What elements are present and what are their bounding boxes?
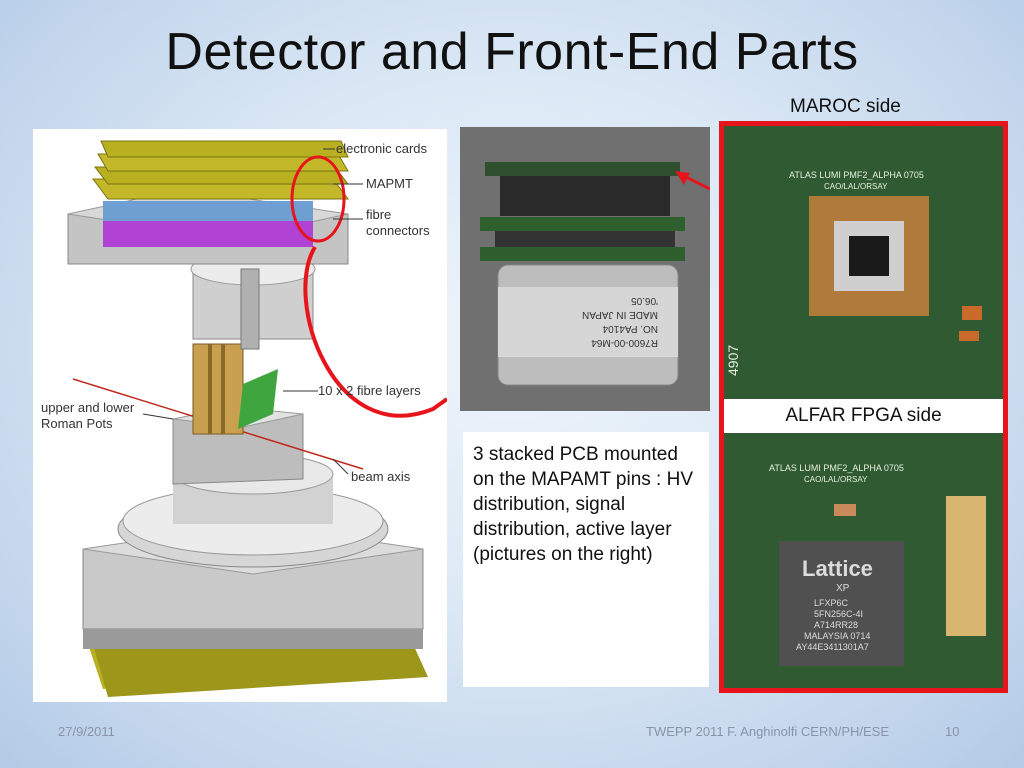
fibre-block [192, 343, 278, 435]
arrow-head-maroc [675, 171, 690, 185]
pcb-top [485, 162, 680, 176]
label-fibre-layers: 10 x 2 fibre layers [318, 383, 421, 398]
label-fibre: fibre [366, 207, 391, 222]
red-arrow-curve [303, 245, 449, 418]
maroc-chip [849, 236, 889, 276]
lattice-brand: Lattice [802, 556, 873, 581]
label-upper-lower: upper and lower [41, 400, 135, 415]
leader-beam-axis [332, 458, 349, 475]
maroc-side-label: MAROC side [790, 96, 901, 117]
upper-roman-pot [190, 252, 316, 350]
mapmt-highlight-ellipse [290, 155, 346, 243]
lattice-line-4: MALAYSIA 0714 [804, 631, 870, 641]
electronic-cards-stack [92, 140, 350, 200]
lattice-line-1: LFXP6C [814, 598, 849, 608]
lattice-line-3: A714RR28 [814, 620, 858, 630]
alfar-board-photo: Lattice XP LFXP6C 5FN256C-4I A714RR28 MA… [724, 433, 1003, 688]
alfar-board-text: ATLAS LUMI PMF2_ALPHA 0705 [769, 463, 904, 473]
slide-title: Detector and Front-End Parts [165, 23, 859, 81]
footer-date: 27/9/2011 [58, 724, 115, 739]
base-block [82, 523, 424, 649]
mapmt-label-model: R7600-00-M64 [591, 337, 658, 348]
label-roman-pots: Roman Pots [41, 416, 113, 431]
footer-credit: TWEPP 2011 F. Anghinolfi CERN/PH/ESE [646, 724, 890, 739]
alfar-board-text-2: CAO/LAL/ORSAY [804, 475, 868, 484]
alfar-connector [946, 496, 986, 636]
mapmt-photo: R7600-00-M64 NO. PA4104 MADE IN JAPAN '0… [460, 127, 711, 411]
detector-diagram: electronic cards MAPMT fibre connectors … [41, 140, 449, 697]
maroc-board-text: ATLAS LUMI PMF2_ALPHA 0705 [789, 170, 924, 180]
description-textbox: 3 stacked PCB mounted on the MAPAMT pins… [463, 432, 709, 687]
label-electronic-cards: electronic cards [336, 141, 428, 156]
flange [117, 453, 389, 568]
pcb-bottom [480, 247, 685, 261]
label-mapmt: MAPMT [366, 176, 413, 191]
leader-roman-pots [142, 413, 174, 420]
board-photos: ATLAS LUMI PMF2_ALPHA 0705 CAO/LAL/ORSAY… [724, 126, 1003, 688]
lattice-chip [779, 541, 904, 666]
maroc-board-serial: 4907 [725, 345, 741, 376]
footer-page-number: 10 [945, 724, 960, 739]
maroc-board-text-2: CAO/LAL/ORSAY [824, 182, 888, 191]
mapmt-label-origin: MADE IN JAPAN [582, 309, 658, 320]
mapmt-label-date: '06.05 [631, 295, 658, 306]
lattice-line-2: 5FN256C-4I [814, 609, 863, 619]
pcb-middle [480, 217, 685, 231]
mapmt-label-serial: NO. PA4104 [602, 323, 658, 334]
label-connectors: connectors [366, 223, 430, 238]
lattice-series: XP [836, 583, 850, 594]
top-housing [67, 188, 349, 265]
maroc-board-photo: ATLAS LUMI PMF2_ALPHA 0705 CAO/LAL/ORSAY… [724, 126, 1003, 399]
alfar-fpga-side-label: ALFAR FPGA side [724, 399, 1003, 433]
mapmt-photo-drawing: R7600-00-M64 NO. PA4104 MADE IN JAPAN '0… [460, 127, 711, 411]
lattice-line-5: AY44E3411301A7 [796, 642, 869, 652]
detector-diagram-panel: electronic cards MAPMT fibre connectors … [33, 129, 449, 702]
label-beam-axis: beam axis [351, 469, 411, 484]
